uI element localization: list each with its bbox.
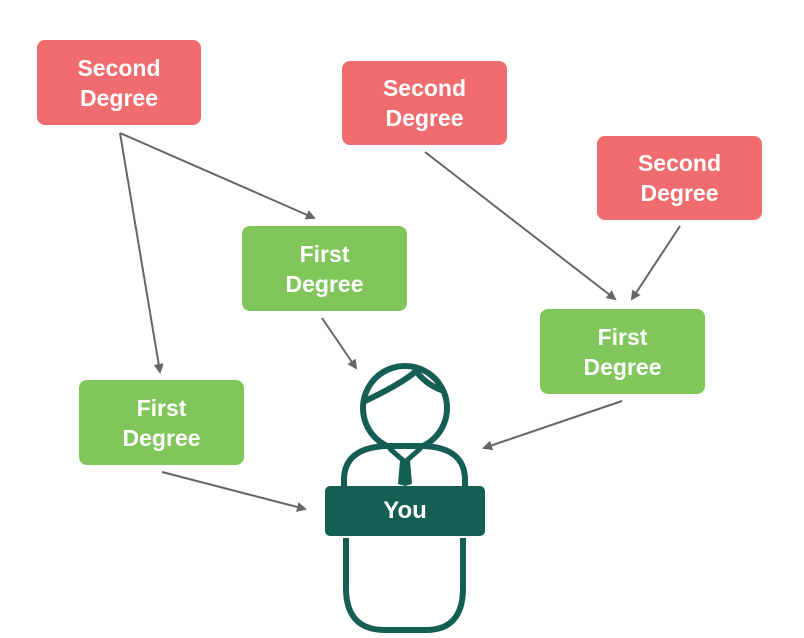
edge-second-2-to-first-2 <box>424 151 617 301</box>
second-degree-node: Second Degree <box>342 61 507 145</box>
node-line-1: Second <box>77 54 161 81</box>
node-line-1: First <box>299 240 350 267</box>
edge-first-2-to-you <box>482 400 623 451</box>
node-line-1: Second <box>382 75 467 101</box>
second-degree-node: Second Degree <box>37 40 201 125</box>
node-line-2: Degree <box>583 353 662 380</box>
node-line-2: Degree <box>385 105 464 131</box>
first-degree-node: First Degree <box>540 309 705 394</box>
node-line-2: Degree <box>640 180 719 206</box>
node-line-2: Degree <box>122 424 201 451</box>
second-degree-node: Second Degree <box>597 136 762 220</box>
node-line-1: Second <box>637 150 722 176</box>
edge-first-1-to-you <box>321 317 358 370</box>
first-degree-node: First Degree <box>79 380 244 465</box>
node-line-1: First <box>597 323 648 350</box>
edge-second-1-to-first-3 <box>119 132 164 374</box>
you-label: You <box>325 486 485 536</box>
node-line-2: Degree <box>285 270 364 297</box>
edge-second-1-to-first-1 <box>119 132 316 220</box>
edge-second-3-to-first-2 <box>630 225 681 301</box>
first-degree-node: First Degree <box>242 226 407 311</box>
node-line-2: Degree <box>80 84 158 111</box>
edge-first-3-to-you <box>161 471 307 512</box>
node-line-1: First <box>136 394 187 421</box>
